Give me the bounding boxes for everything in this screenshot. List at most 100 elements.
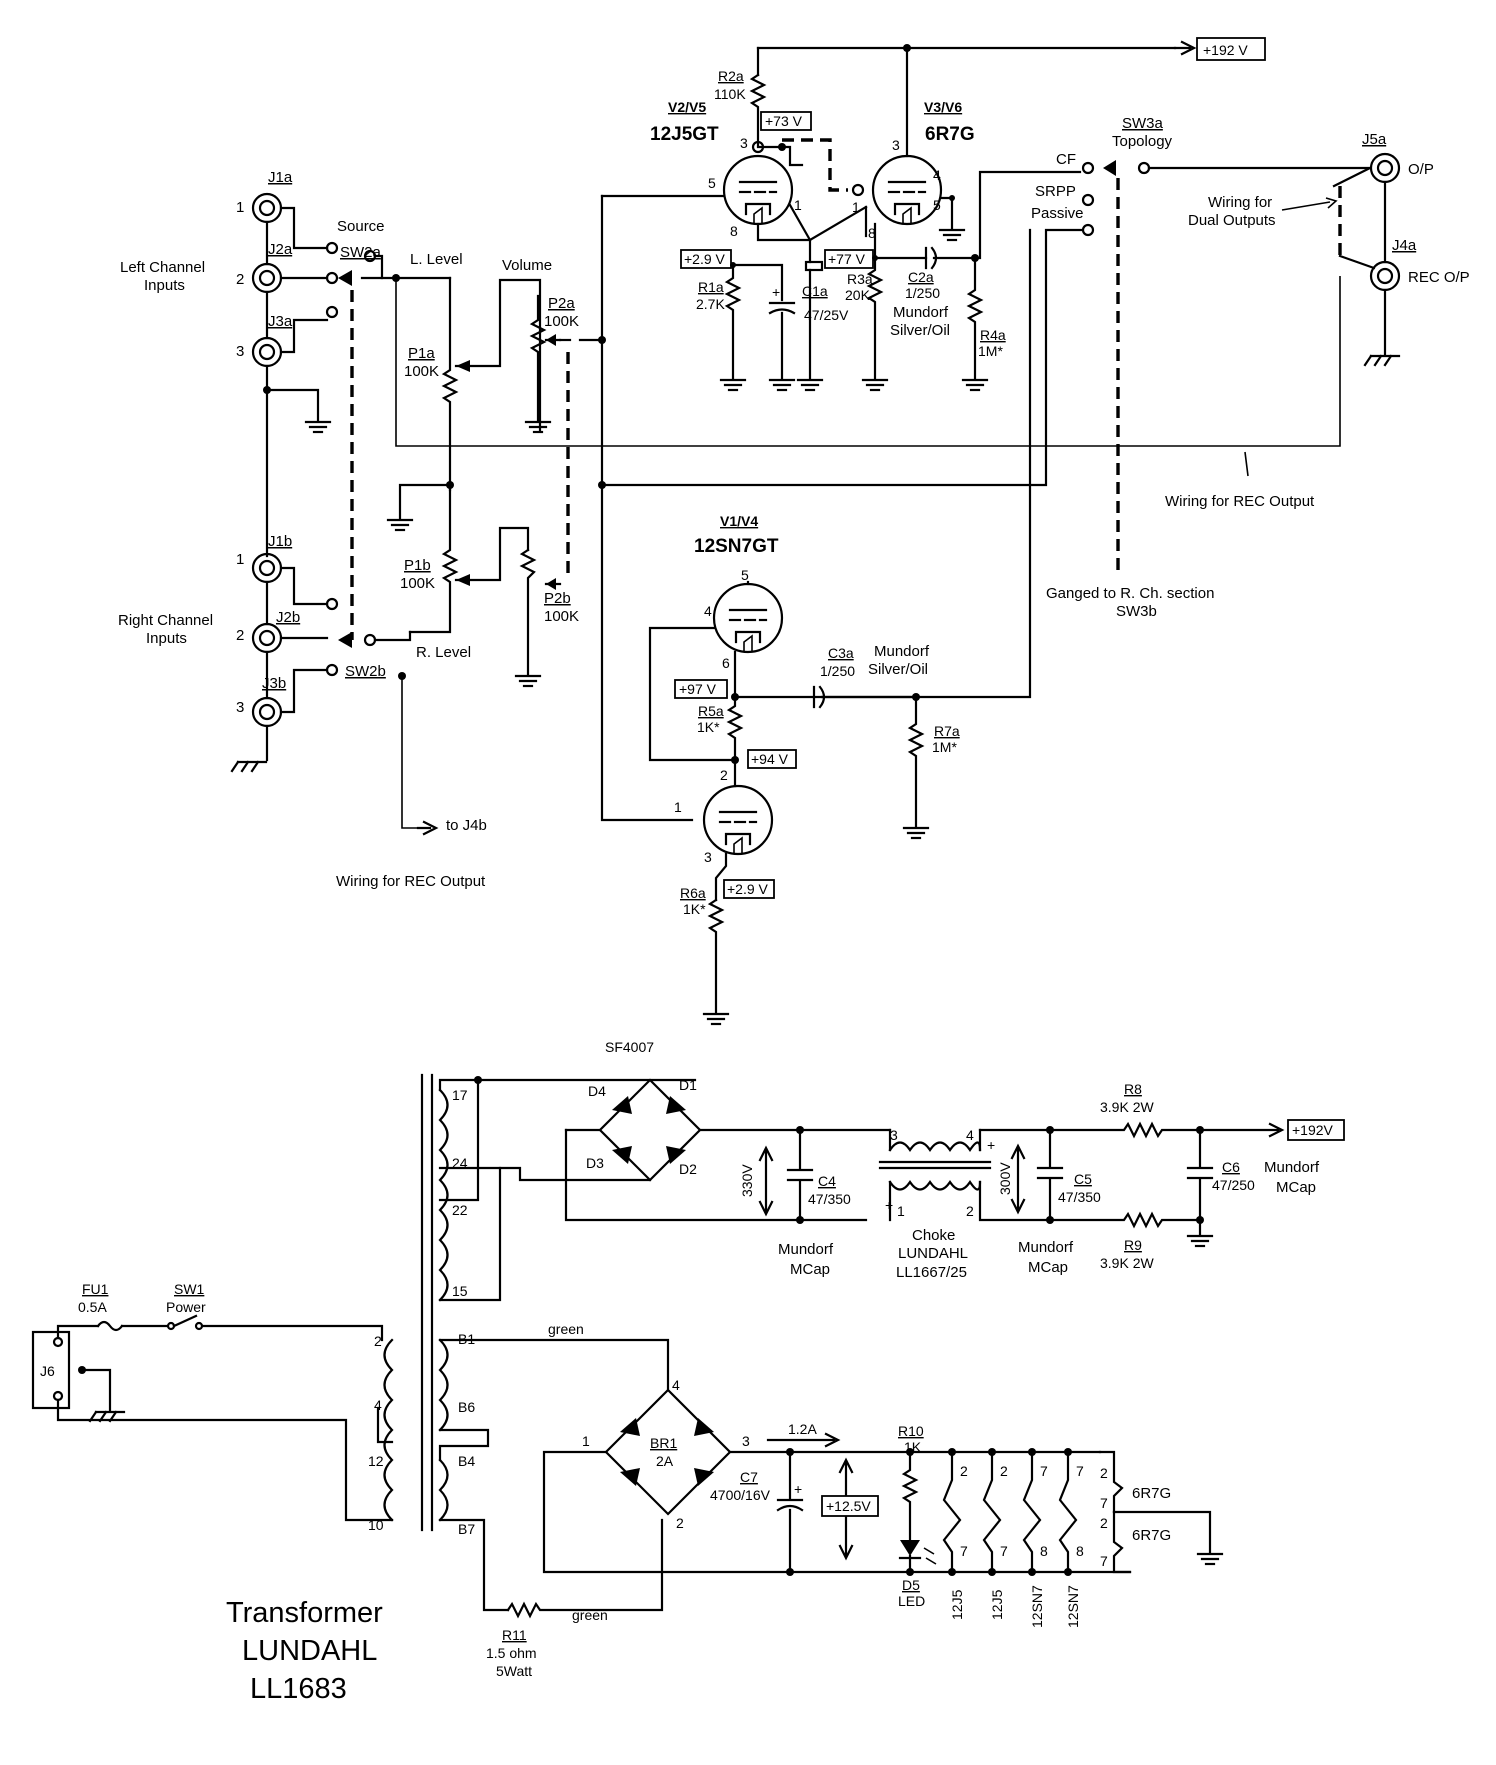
svg-text:2: 2 xyxy=(1000,1463,1008,1479)
svg-text:C1a: C1a xyxy=(802,283,828,299)
svg-text:3: 3 xyxy=(740,135,748,151)
svg-text:4: 4 xyxy=(966,1127,974,1143)
supply-out-label: +192V xyxy=(1292,1122,1334,1138)
switch-sw1 xyxy=(172,1314,198,1328)
svg-text:J4a: J4a xyxy=(1392,237,1417,254)
v29a-label: +2.9 V xyxy=(684,251,726,267)
b-plus-label: +192 V xyxy=(1203,42,1248,58)
r2a-ref: R2a xyxy=(718,68,744,84)
svg-text:2.7K: 2.7K xyxy=(696,296,725,312)
jack-j2a xyxy=(251,262,283,294)
fuse-fu1 xyxy=(96,1320,124,1332)
svg-text:C2a: C2a xyxy=(908,269,934,285)
svg-text:P1a: P1a xyxy=(408,345,435,362)
svg-text:8: 8 xyxy=(868,225,876,241)
svg-text:3: 3 xyxy=(236,699,244,716)
svg-text:J1a: J1a xyxy=(268,169,293,186)
svg-text:Choke: Choke xyxy=(912,1227,955,1244)
svg-text:5: 5 xyxy=(933,197,941,213)
svg-text:12SN7: 12SN7 xyxy=(1065,1585,1081,1628)
svg-text:R9: R9 xyxy=(1124,1237,1142,1253)
svg-text:P2b: P2b xyxy=(544,590,571,607)
svg-text:8: 8 xyxy=(730,223,738,239)
svg-text:Power: Power xyxy=(166,1299,206,1315)
svg-text:R7a: R7a xyxy=(934,723,960,739)
svg-text:1/250: 1/250 xyxy=(820,663,855,679)
svg-text:Wiring for REC Output: Wiring for REC Output xyxy=(1165,493,1315,510)
svg-text:R3a: R3a xyxy=(847,271,873,287)
svg-text:Ganged to R. Ch. section: Ganged to R. Ch. section xyxy=(1046,585,1214,602)
svg-text:B6: B6 xyxy=(458,1399,475,1415)
svg-text:C3a: C3a xyxy=(828,645,854,661)
svg-text:Mundorf: Mundorf xyxy=(1264,1159,1320,1176)
jack-j3a xyxy=(251,336,283,368)
svg-text:0.5A: 0.5A xyxy=(78,1299,107,1315)
svg-text:3.9K 2W: 3.9K 2W xyxy=(1100,1099,1154,1115)
svg-text:7: 7 xyxy=(1000,1543,1008,1559)
svg-text:Topology: Topology xyxy=(1112,133,1173,150)
svg-text:J3a: J3a xyxy=(268,313,293,330)
svg-text:D4: D4 xyxy=(588,1083,606,1099)
v94-label: +94 V xyxy=(751,751,789,767)
svg-text:47/250: 47/250 xyxy=(1212,1177,1255,1193)
svg-text:+: + xyxy=(885,1197,893,1213)
svg-text:47/25V: 47/25V xyxy=(804,307,849,323)
svg-text:SW3a: SW3a xyxy=(1122,115,1164,132)
svg-text:D3: D3 xyxy=(586,1155,604,1171)
r2a-val: 110K xyxy=(714,86,746,102)
svg-text:12: 12 xyxy=(368,1453,384,1469)
svg-text:D1: D1 xyxy=(679,1077,697,1093)
svg-text:MCap: MCap xyxy=(1028,1259,1068,1276)
svg-text:Volume: Volume xyxy=(502,257,552,274)
svg-text:SRPP: SRPP xyxy=(1035,183,1076,200)
svg-text:FU1: FU1 xyxy=(82,1281,109,1297)
svg-text:22: 22 xyxy=(452,1202,468,1218)
svg-text:LL1667/25: LL1667/25 xyxy=(896,1264,967,1281)
svg-text:SW3b: SW3b xyxy=(1116,603,1157,620)
svg-text:6R7G: 6R7G xyxy=(1132,1527,1171,1544)
svg-text:CF: CF xyxy=(1056,151,1076,168)
svg-text:Inputs: Inputs xyxy=(144,277,185,294)
jack-j5a xyxy=(1369,152,1401,184)
v2v5-type: 12J5GT xyxy=(650,124,719,145)
svg-text:6: 6 xyxy=(722,655,730,671)
svg-text:+: + xyxy=(794,1481,802,1497)
svg-text:Passive: Passive xyxy=(1031,205,1084,222)
svg-text:2: 2 xyxy=(1100,1515,1108,1531)
v73-label: +73 V xyxy=(765,113,803,129)
svg-text:BR1: BR1 xyxy=(650,1435,677,1451)
svg-text:5: 5 xyxy=(708,175,716,191)
svg-text:4: 4 xyxy=(374,1397,382,1413)
svg-text:300V: 300V xyxy=(997,1162,1013,1195)
svg-text:R10: R10 xyxy=(898,1423,924,1439)
v3v6-ref: V3/V6 xyxy=(924,99,962,115)
v97-label: +97 V xyxy=(679,681,717,697)
v2v5-ref: V2/V5 xyxy=(668,99,706,115)
svg-text:4: 4 xyxy=(933,167,941,183)
svg-text:1K*: 1K* xyxy=(697,719,720,735)
svg-text:SW2b: SW2b xyxy=(345,663,386,680)
svg-text:4700/16V: 4700/16V xyxy=(710,1487,771,1503)
svg-text:Left Channel: Left Channel xyxy=(120,259,205,276)
jack-j3b xyxy=(251,696,283,728)
v3v6-type: 6R7G xyxy=(925,124,975,145)
svg-text:Mundorf: Mundorf xyxy=(1018,1239,1074,1256)
svg-text:2: 2 xyxy=(966,1203,974,1219)
svg-text:1K*: 1K* xyxy=(683,901,706,917)
svg-text:LUNDAHL: LUNDAHL xyxy=(242,1635,377,1667)
svg-text:1.2A: 1.2A xyxy=(788,1421,817,1437)
svg-text:7: 7 xyxy=(1076,1463,1084,1479)
jack-j2b xyxy=(251,622,283,654)
svg-text:Silver/Oil: Silver/Oil xyxy=(868,661,928,678)
svg-text:Wiring for: Wiring for xyxy=(1208,194,1272,211)
tube-v1-section-b xyxy=(702,784,774,856)
heater-voltage-label: +12.5V xyxy=(826,1498,871,1514)
svg-text:J6: J6 xyxy=(40,1363,55,1379)
svg-text:1: 1 xyxy=(852,199,860,215)
svg-text:330V: 330V xyxy=(739,1164,755,1197)
svg-text:12SN7: 12SN7 xyxy=(1029,1585,1045,1628)
svg-text:O/P: O/P xyxy=(1408,161,1434,178)
svg-text:1M*: 1M* xyxy=(932,739,957,755)
svg-text:to J4b: to J4b xyxy=(446,817,487,834)
